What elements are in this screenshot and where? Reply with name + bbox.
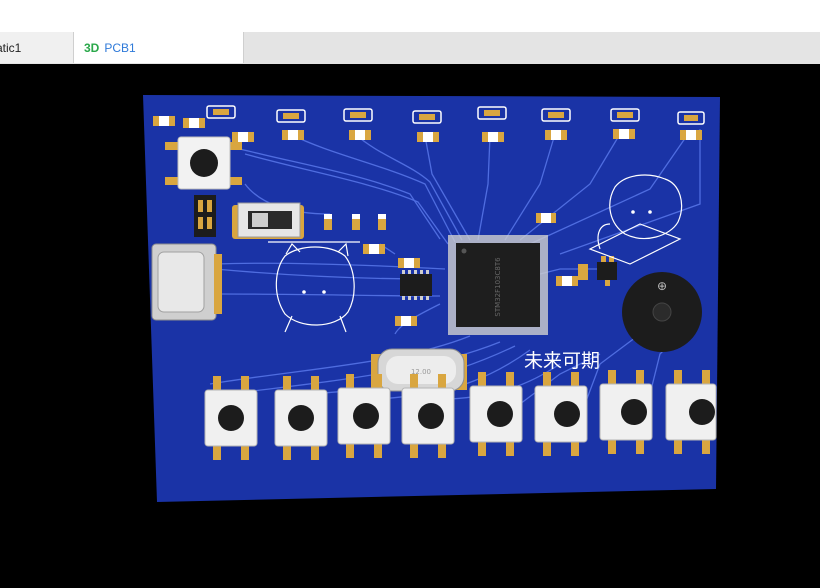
usb-c-connector (151, 243, 222, 321)
silkscreen-text: 未来可期 (524, 350, 600, 372)
button-k4 (401, 374, 455, 458)
resistor-r3 (232, 132, 254, 142)
3d-viewport[interactable]: STM32F103C8T6 ⊕ 12.00 未来可期 (0, 64, 820, 588)
mcu-chip: STM32F103C8T6 (448, 235, 548, 335)
tab-schematic[interactable]: atic1 (0, 32, 74, 63)
resistor-r1 (153, 116, 175, 126)
tab-schematic-label: atic1 (0, 40, 22, 55)
button-k5 (469, 372, 523, 456)
button-k8 (665, 370, 717, 454)
crystal-oscillator: 12.00 (371, 348, 467, 392)
transistor (597, 256, 617, 286)
reset-button-component (165, 136, 242, 190)
tab-pcb-3d[interactable]: 3D PCB1 (74, 32, 244, 63)
tactile-buttons (204, 370, 717, 460)
smd-caps (324, 213, 588, 326)
tab-3d-prefix: 3D (84, 40, 100, 55)
button-k3 (337, 374, 391, 458)
button-k1 (204, 376, 258, 460)
resistor-r2 (183, 118, 205, 128)
button-k2 (274, 376, 328, 460)
led-d0 (206, 105, 236, 119)
usb-serial-ic (400, 270, 432, 300)
pcb-3d-render: STM32F103C8T6 ⊕ 12.00 未来可期 (143, 95, 720, 502)
jumper-header (194, 195, 216, 237)
document-tab-bar: atic1 3D PCB1 (0, 32, 820, 64)
top-toolbar (0, 0, 820, 33)
led-row (153, 105, 705, 142)
slide-switch (232, 202, 304, 239)
button-k7 (599, 370, 653, 454)
tab-pcb-label: PCB1 (104, 40, 136, 55)
crystal-marking: 12.00 (411, 368, 431, 376)
silkscreen-cat-left (268, 241, 360, 333)
svg-text:⊕: ⊕ (657, 279, 667, 293)
button-k6 (534, 372, 588, 456)
silkscreen-cat-right (588, 174, 683, 265)
buzzer: ⊕ (622, 272, 702, 352)
svg-text:STM32F103C8T6: STM32F103C8T6 (494, 257, 502, 317)
